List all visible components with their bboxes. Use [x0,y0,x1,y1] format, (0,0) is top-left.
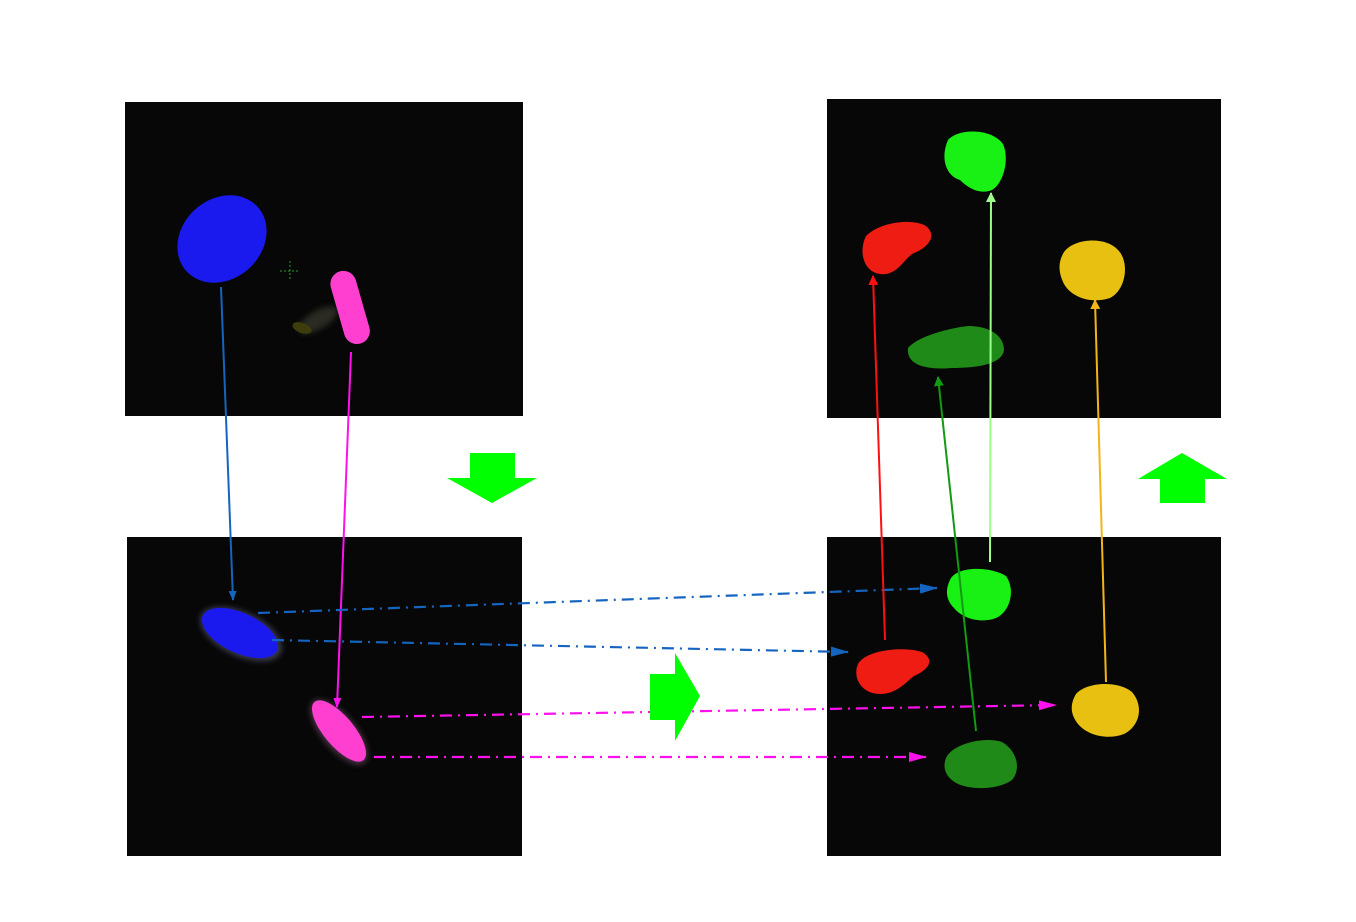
blue-track-arrow-upper [257,583,938,615]
red-cell-top-right [862,221,932,275]
magenta-cell-bottom-left [312,700,366,762]
blue-cell-top-left [177,195,267,283]
red-cell-bottom-right [856,649,930,694]
crosshair-marker [280,261,300,281]
magenta-track-arrow-vertical [333,351,352,708]
down-block-arrow [447,453,537,503]
yellow-track-arrow-vertical [1090,299,1107,683]
light-green-track-arrow-vertical [985,192,996,563]
blue-track-arrow-vertical [220,286,237,601]
yellow-cell-bottom-right [1071,683,1139,737]
dark-green-cell-bottom-right [944,739,1017,789]
yellow-cell-top-right [1059,240,1125,301]
faint-debris [292,306,338,334]
up-block-arrow [1138,453,1227,503]
magenta-track-arrow-upper [361,700,1057,719]
dark-green-track-arrow-vertical [933,376,977,732]
panel-bottom-left [127,537,522,856]
blue-cell-bottom-left [201,607,279,659]
right-block-arrow [650,653,700,741]
red-track-arrow-vertical [868,275,886,641]
blue-track-arrow-lower [271,638,849,657]
magenta-cell-top-left [330,270,370,345]
bright-green-cell-top-right [944,131,1006,192]
panel-bottom-right [827,537,1221,856]
dark-green-cell-top-right [907,326,1004,369]
